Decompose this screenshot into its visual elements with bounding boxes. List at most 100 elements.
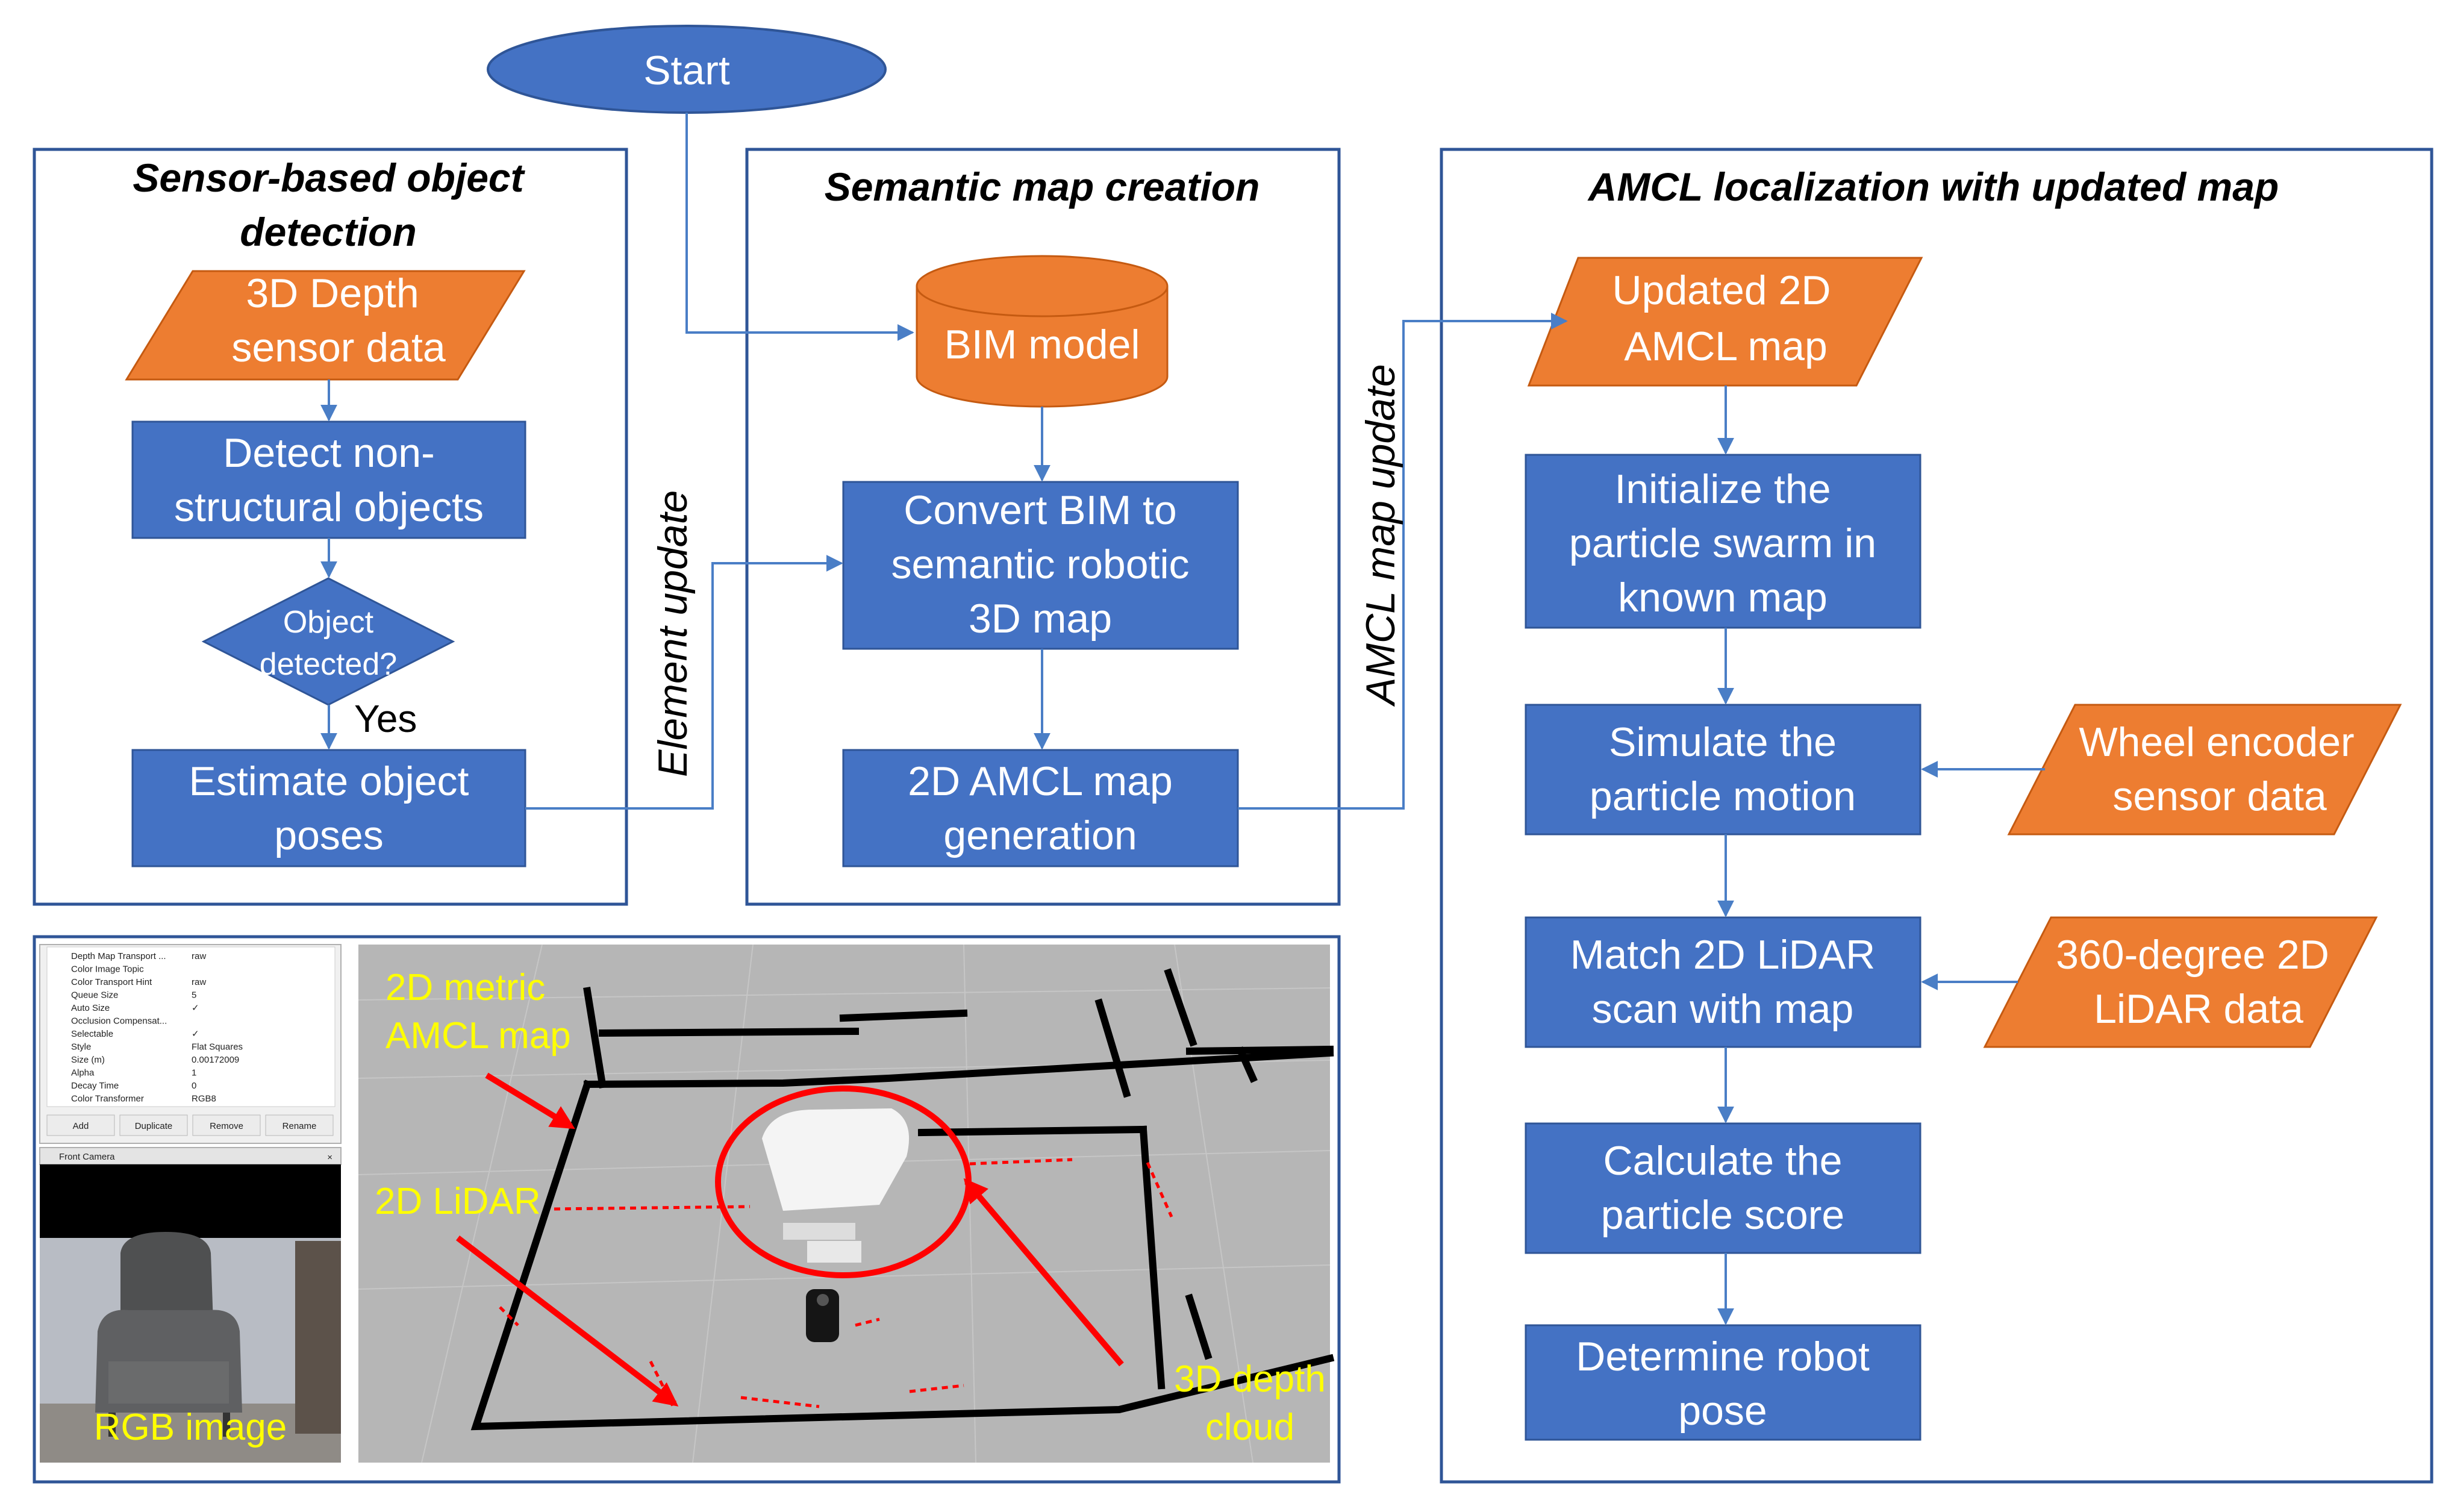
convert-line3: 3D map bbox=[969, 596, 1112, 642]
rviz-property-name: Style bbox=[71, 1042, 91, 1052]
wheel-line1: Wheel encoder bbox=[2079, 719, 2354, 765]
estimate-line1: Estimate object bbox=[189, 758, 469, 804]
lidar-360-node: 360-degree 2D LiDAR data bbox=[1983, 916, 2378, 1048]
rviz-button-label: Duplicate bbox=[135, 1121, 173, 1131]
lidar-label: 2D LiDAR bbox=[375, 1181, 541, 1222]
camera-close-icon[interactable]: × bbox=[327, 1152, 332, 1163]
panel-semantic-map-creation: Semantic map creation BIM model Convert … bbox=[745, 148, 1341, 906]
robot-pose-node: Determine robot pose bbox=[1525, 1324, 1921, 1441]
start-label: Start bbox=[643, 48, 730, 93]
initialize-swarm-node: Initialize the particle swarm in known m… bbox=[1525, 454, 1921, 629]
rviz-remove-button[interactable] bbox=[192, 1114, 261, 1136]
depth-sensor-line2: sensor data bbox=[231, 325, 446, 370]
rviz-property-value[interactable]: ✓ bbox=[192, 1003, 199, 1013]
depth-point-cloud bbox=[762, 1108, 910, 1263]
pose-line1: Determine robot bbox=[1576, 1334, 1870, 1379]
convert-line2: semantic robotic bbox=[891, 542, 1189, 587]
detect-line1: Detect non- bbox=[223, 430, 435, 476]
map-walls bbox=[470, 968, 1335, 1431]
updated-line2: AMCL map bbox=[1624, 323, 1828, 369]
score-line2: particle score bbox=[1601, 1192, 1844, 1238]
armchair-picture bbox=[95, 1232, 242, 1437]
detect-line2: structural objects bbox=[174, 484, 484, 530]
particle-score-node: Calculate the particle score bbox=[1525, 1122, 1921, 1254]
rviz-property-name: Occlusion Compensat... bbox=[71, 1016, 167, 1026]
depth-cloud-label-line2: cloud bbox=[1205, 1407, 1294, 1448]
rviz-rename-button[interactable] bbox=[265, 1114, 334, 1136]
metric-map-label-line2: AMCL map bbox=[386, 1015, 571, 1057]
panel-semantic-title: Semantic map creation bbox=[825, 164, 1260, 209]
depth-sensor-data-node: 3D Depth sensor data bbox=[125, 270, 526, 381]
simulate-line1: Simulate the bbox=[1609, 719, 1837, 765]
rviz-property-value[interactable]: 0.00172009 bbox=[192, 1055, 239, 1065]
rviz-button-label: Remove bbox=[210, 1121, 243, 1131]
simulate-line2: particle motion bbox=[1590, 773, 1856, 819]
rviz-property-value[interactable]: raw bbox=[192, 951, 206, 961]
amcl-map-generation-node: 2D AMCL map generation bbox=[842, 749, 1239, 867]
arrow-element-update bbox=[525, 555, 843, 810]
rviz-property-name: Decay Time bbox=[71, 1081, 119, 1091]
panel-amcl-title: AMCL localization with updated map bbox=[1587, 164, 2279, 209]
decision-line1: Object bbox=[283, 605, 374, 640]
depth-sensor-line1: 3D Depth bbox=[246, 270, 419, 316]
score-line1: Calculate the bbox=[1603, 1138, 1843, 1184]
rviz-property-name: Color Transformer bbox=[71, 1094, 144, 1104]
bim-label: BIM model bbox=[944, 322, 1140, 367]
decision-line2: detected? bbox=[260, 647, 397, 682]
init-line1: Initialize the bbox=[1614, 466, 1831, 512]
init-line2: particle swarm in bbox=[1569, 520, 1876, 566]
rviz-property-name: Color Image Topic bbox=[71, 964, 144, 975]
yes-label: Yes bbox=[354, 697, 417, 740]
detect-objects-node: Detect non- structural objects bbox=[131, 420, 526, 539]
metric-map-label-line1: 2D metric bbox=[386, 967, 545, 1008]
rviz-property-value[interactable]: 5 bbox=[192, 990, 196, 1001]
rviz-property-value[interactable]: raw bbox=[192, 977, 206, 987]
rviz-property-name: Depth Map Transport ... bbox=[71, 951, 166, 961]
estimate-poses-node: Estimate object poses bbox=[131, 749, 526, 867]
init-line3: known map bbox=[1618, 575, 1828, 620]
arrow-amcl-map-update bbox=[1238, 313, 1568, 810]
panel-sensor-title-line2: detection bbox=[240, 210, 416, 254]
gen-line2: generation bbox=[943, 813, 1137, 858]
rviz-property-name: Color Transport Hint bbox=[71, 977, 152, 987]
bim-model-node: BIM model bbox=[916, 255, 1169, 408]
rviz-button-label: Add bbox=[73, 1121, 89, 1131]
rviz-button-row: Add Duplicate Remove Rename bbox=[46, 1114, 334, 1136]
amcl-map-update-label: AMCL map update bbox=[1358, 364, 1403, 707]
map-3d-view: 2D metric AMCL map 2D LiDAR 3D depth clo… bbox=[358, 944, 1335, 1463]
match-lidar-node: Match 2D LiDAR scan with map bbox=[1525, 916, 1921, 1048]
panel-amcl-localization: AMCL localization with updated map Updat… bbox=[1440, 148, 2433, 1484]
rviz-duplicate-button[interactable] bbox=[119, 1114, 188, 1136]
updated-line1: Updated 2D bbox=[1612, 267, 1831, 313]
lidar360-line1: 360-degree 2D bbox=[2056, 932, 2329, 978]
rviz-property-value[interactable]: ✓ bbox=[192, 1029, 199, 1039]
rviz-property-name: Selectable bbox=[71, 1029, 113, 1039]
panel-sensor-object-detection: Sensor-based object detection 3D Depth s… bbox=[33, 148, 628, 906]
object-detected-decision: Object detected? bbox=[201, 577, 455, 706]
rviz-property-value[interactable]: 1 bbox=[192, 1068, 196, 1078]
convert-bim-node: Convert BIM to semantic robotic 3D map bbox=[842, 481, 1239, 650]
rviz-property-name: Size (m) bbox=[71, 1055, 105, 1065]
rviz-add-button[interactable] bbox=[46, 1114, 115, 1136]
map-annotations bbox=[455, 1072, 1124, 1407]
rviz-property-value[interactable]: RGB8 bbox=[192, 1094, 216, 1104]
robot-model bbox=[806, 1289, 839, 1342]
depth-cloud-label-line1: 3D depth bbox=[1174, 1358, 1326, 1400]
rviz-property-value[interactable]: Flat Squares bbox=[192, 1042, 243, 1052]
gen-line1: 2D AMCL map bbox=[908, 758, 1173, 804]
updated-amcl-map-node: Updated 2D AMCL map bbox=[1527, 257, 1923, 387]
pose-line2: pose bbox=[1678, 1388, 1767, 1434]
arrow-start-to-bim bbox=[685, 113, 914, 341]
start-node: Start bbox=[487, 25, 887, 114]
rviz-property-value[interactable]: 0 bbox=[192, 1081, 196, 1091]
estimate-line2: poses bbox=[274, 813, 383, 858]
rviz-property-name: Queue Size bbox=[71, 990, 118, 1001]
wheel-encoder-node: Wheel encoder sensor data bbox=[2007, 704, 2402, 836]
rviz-button-label: Rename bbox=[283, 1121, 317, 1131]
lidar360-line2: LiDAR data bbox=[2094, 986, 2303, 1032]
rgb-image-label: RGB image bbox=[94, 1407, 287, 1448]
element-update-label: Element update bbox=[650, 490, 696, 777]
